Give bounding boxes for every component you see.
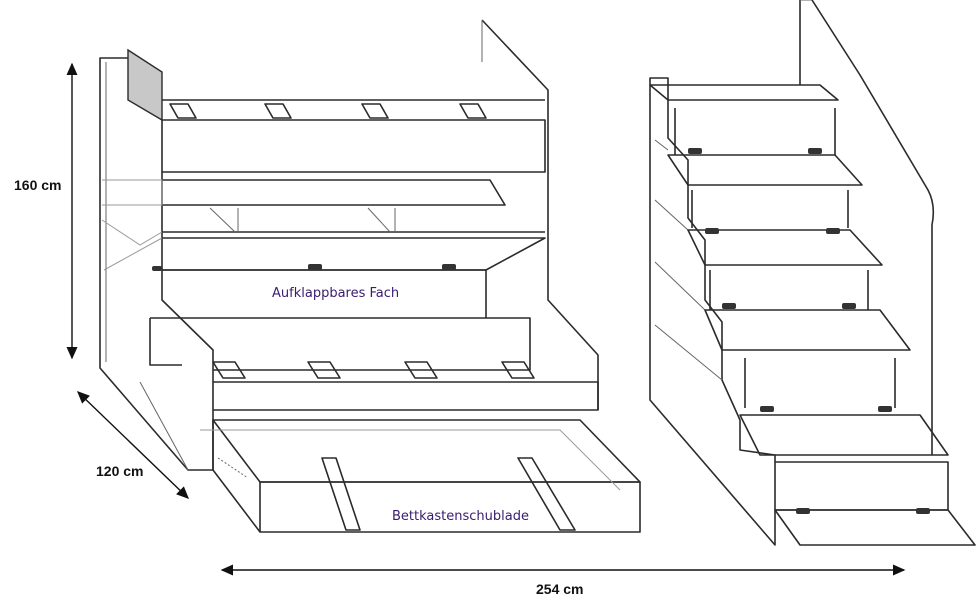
floor-rail <box>139 381 189 471</box>
glass-panel-middle <box>101 219 163 246</box>
lower-slats <box>212 361 535 379</box>
handrail <box>799 0 935 455</box>
slat <box>169 103 197 119</box>
bottom-lid <box>774 509 976 546</box>
dimensions: 160 cm 120 cm 254 cm <box>14 62 906 597</box>
step-4-riser <box>744 358 896 408</box>
glass-panel-upper <box>102 179 163 206</box>
glass-panel-lower <box>103 237 163 271</box>
bed-drawer: Bettkastenschublade <box>200 419 641 533</box>
step-5 <box>739 414 949 456</box>
top-slats <box>162 99 546 173</box>
drawer-divider-2 <box>517 457 576 531</box>
step-2 <box>667 154 863 186</box>
drawer-inner-edge <box>200 429 621 491</box>
fold-compartment: Aufklappbares Fach <box>152 237 546 318</box>
height-label: 160 cm <box>14 177 61 193</box>
bed-drawer-label: Bettkastenschublade <box>392 509 529 524</box>
slat <box>307 361 341 379</box>
right-side-panel <box>481 19 599 410</box>
stairs-unit <box>649 0 976 546</box>
fold-front <box>162 269 487 318</box>
step-4 <box>704 309 911 351</box>
middle-shelf <box>162 179 506 206</box>
slat <box>264 103 292 119</box>
fold-compartment-label: Aufklappbares Fach <box>272 286 399 301</box>
step-1 <box>649 84 839 101</box>
lower-shelf <box>150 317 531 371</box>
step-1-riser <box>674 108 836 155</box>
drawer-front <box>259 481 641 533</box>
lower-box-left <box>149 318 182 366</box>
drawer-top <box>212 419 641 483</box>
depth-label: 120 cm <box>96 463 143 479</box>
step-3-riser <box>709 270 869 310</box>
step-3 <box>687 229 883 266</box>
top-grey-panel <box>127 48 163 122</box>
bed-unit: Aufklappbares Fach Bettkastenschublade <box>99 19 641 533</box>
slat <box>459 103 487 119</box>
stair-side-lines <box>654 139 723 381</box>
slat <box>361 103 389 119</box>
stair-hinges <box>688 148 930 514</box>
drawer-side <box>212 420 261 533</box>
top-front-board <box>162 119 546 173</box>
bottom-box <box>775 461 949 511</box>
drawer-divider-1 <box>321 457 361 531</box>
steps <box>649 84 976 546</box>
middle-dividers <box>209 207 396 233</box>
depth-arrow <box>76 391 190 499</box>
fold-lid <box>162 237 546 271</box>
slat <box>404 361 438 379</box>
width-label: 254 cm <box>536 581 583 597</box>
slat <box>501 361 535 379</box>
step-2-riser <box>691 190 849 228</box>
hinges <box>152 264 456 271</box>
slat <box>212 361 246 379</box>
lower-front-board <box>213 381 599 411</box>
stair-side-panel <box>649 77 776 546</box>
